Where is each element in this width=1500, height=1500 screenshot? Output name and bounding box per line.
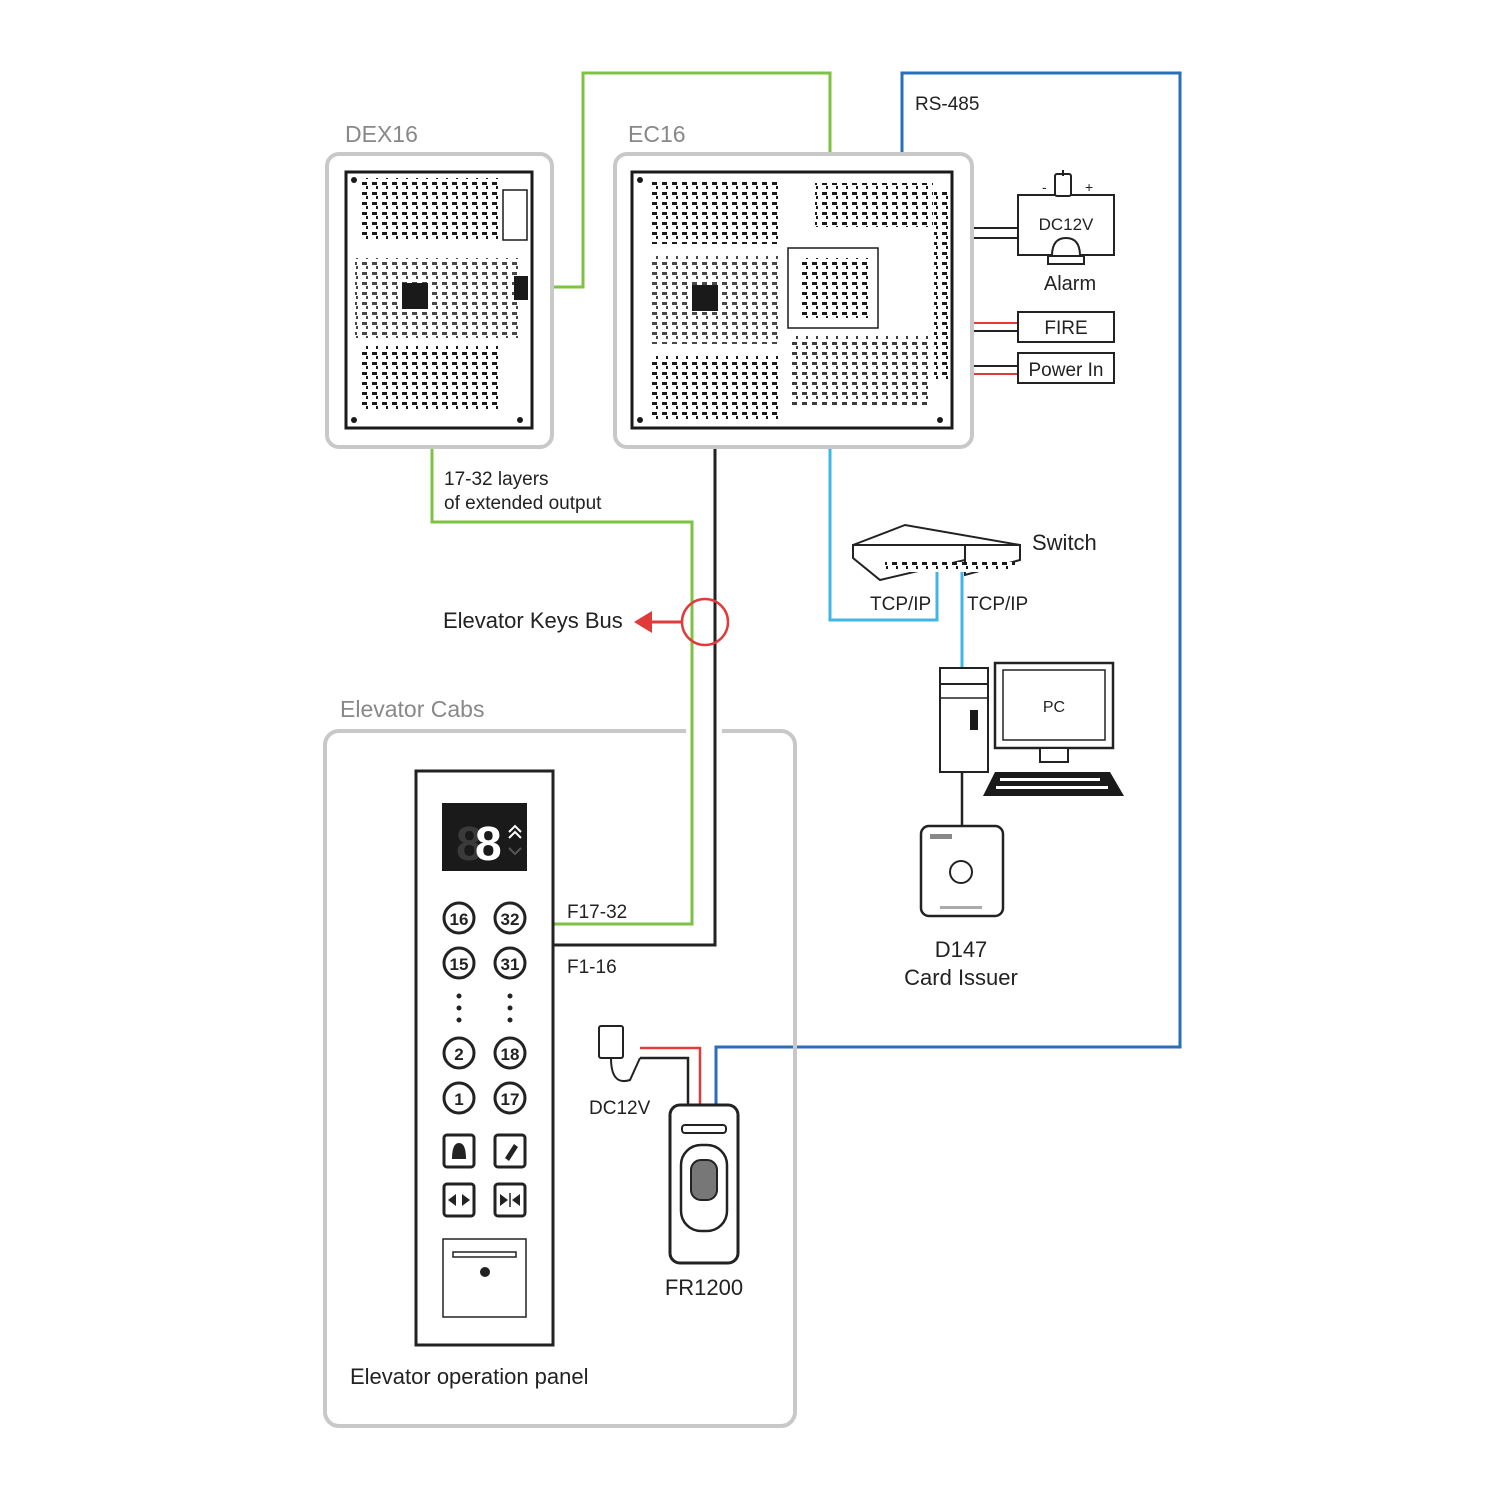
ellipsis-dots: [456, 993, 513, 1023]
door-close-button[interactable]: [493, 1182, 527, 1218]
floor-button-2[interactable]: 2: [442, 1036, 476, 1070]
layers-label-line1: 17-32 layers: [444, 469, 549, 490]
floor-button-16[interactable]: 16: [442, 901, 476, 935]
door-open-icon-right: [462, 1194, 470, 1206]
tcpip-right-label: TCP/IP: [967, 594, 1028, 615]
floor-button-1[interactable]: 1: [442, 1081, 476, 1115]
ec16-board: [630, 170, 954, 430]
display-ghost-digit: 8: [456, 818, 483, 871]
d147-label: D147: [935, 937, 988, 962]
f17-32-label: F17-32: [567, 902, 627, 923]
floor-button-31[interactable]: 31: [493, 946, 527, 980]
up-arrow-icon: [508, 824, 522, 833]
elevator-cabs-title: Elevator Cabs: [340, 696, 484, 722]
fire-label: FIRE: [1044, 318, 1087, 339]
alarm-adapter-minus: -: [1042, 179, 1047, 195]
dex16-title: DEX16: [345, 121, 418, 147]
door-open-button[interactable]: [442, 1182, 476, 1218]
intercom-phone-button[interactable]: [493, 1133, 527, 1169]
power-adapter-icon: [1054, 170, 1072, 197]
wire-extended-output: [430, 428, 694, 926]
floor-button-32[interactable]: 32: [493, 901, 527, 935]
door-close-icon-right: [512, 1194, 520, 1206]
alarm-adapter-plus: +: [1085, 179, 1093, 195]
fingerprint-reader-icon: [668, 1103, 740, 1265]
ec16-title: EC16: [628, 121, 686, 147]
up-arrow-icon-2: [508, 830, 522, 839]
alarm-bell-button[interactable]: [442, 1133, 476, 1169]
floor-display: [442, 803, 527, 871]
card-issuer-icon: [919, 824, 1005, 918]
alarm-label: Alarm: [1044, 273, 1096, 295]
layers-label-line2: of extended output: [444, 493, 602, 514]
container-wire-gap: [686, 726, 722, 736]
rs485-label: RS-485: [915, 94, 979, 115]
elevator-panel-label: Elevator operation panel: [350, 1364, 589, 1389]
svg-text:15: 15: [450, 955, 469, 974]
svg-text:16: 16: [450, 910, 469, 929]
wire-rs485: [714, 71, 1182, 1105]
card-issuer-label: Card Issuer: [904, 965, 1018, 990]
door-close-icon: [500, 1194, 508, 1206]
keyboard-icon: [983, 772, 1124, 796]
power-in-label: Power In: [1029, 360, 1104, 381]
phone-icon: [505, 1144, 518, 1161]
tcpip-left-label: TCP/IP: [870, 594, 931, 615]
door-open-icon: [448, 1194, 456, 1206]
wire-ec16-switch: [828, 430, 939, 622]
elevator-cabs-container: [323, 729, 797, 1428]
wire-reader-power-red: [640, 1046, 702, 1105]
fire-box: [1017, 311, 1115, 343]
f1-16-label: F1-16: [567, 957, 617, 978]
bell-icon: [452, 1143, 466, 1159]
down-arrow-icon: [508, 847, 522, 856]
power-in-box: [1017, 352, 1115, 384]
power-adapter-icon: [598, 1025, 641, 1082]
floor-button-15[interactable]: 15: [442, 946, 476, 980]
svg-text:32: 32: [501, 910, 520, 929]
pc-monitor-icon: [993, 661, 1115, 763]
fr1200-label: FR1200: [665, 1275, 743, 1300]
arrow-left-icon: [634, 611, 652, 633]
floor-button-17[interactable]: 17: [493, 1081, 527, 1115]
svg-text:1: 1: [454, 1090, 463, 1109]
svg-text:17: 17: [501, 1090, 520, 1109]
pc-label: PC: [1043, 699, 1065, 716]
elevator-keys-bus-label: Elevator Keys Bus: [443, 608, 623, 633]
svg-text:2: 2: [454, 1045, 463, 1064]
svg-text:31: 31: [501, 955, 520, 974]
dc12v-label-bg: [1038, 208, 1094, 234]
network-switch-icon: [852, 523, 1021, 582]
alarm-siren-icon: [1047, 236, 1085, 265]
svg-text:18: 18: [501, 1045, 520, 1064]
floor-button-18[interactable]: 18: [493, 1036, 527, 1070]
dex16-board: [344, 170, 534, 430]
display-digit: 8: [475, 818, 502, 871]
dc12v-reader-label: DC12V: [589, 1098, 651, 1119]
bus-highlight-ring: [680, 597, 730, 647]
wire-dex16-ec16: [532, 71, 832, 289]
card-reader-slot[interactable]: [442, 1238, 527, 1318]
elevator-operation-panel: 8 8 16 15 2 1 32 31: [414, 769, 555, 1347]
dc12v-alarm-label: DC12V: [1039, 215, 1094, 234]
switch-label: Switch: [1032, 530, 1097, 555]
pc-tower-icon: [939, 667, 989, 773]
wire-reader-power-black: [640, 1056, 690, 1105]
